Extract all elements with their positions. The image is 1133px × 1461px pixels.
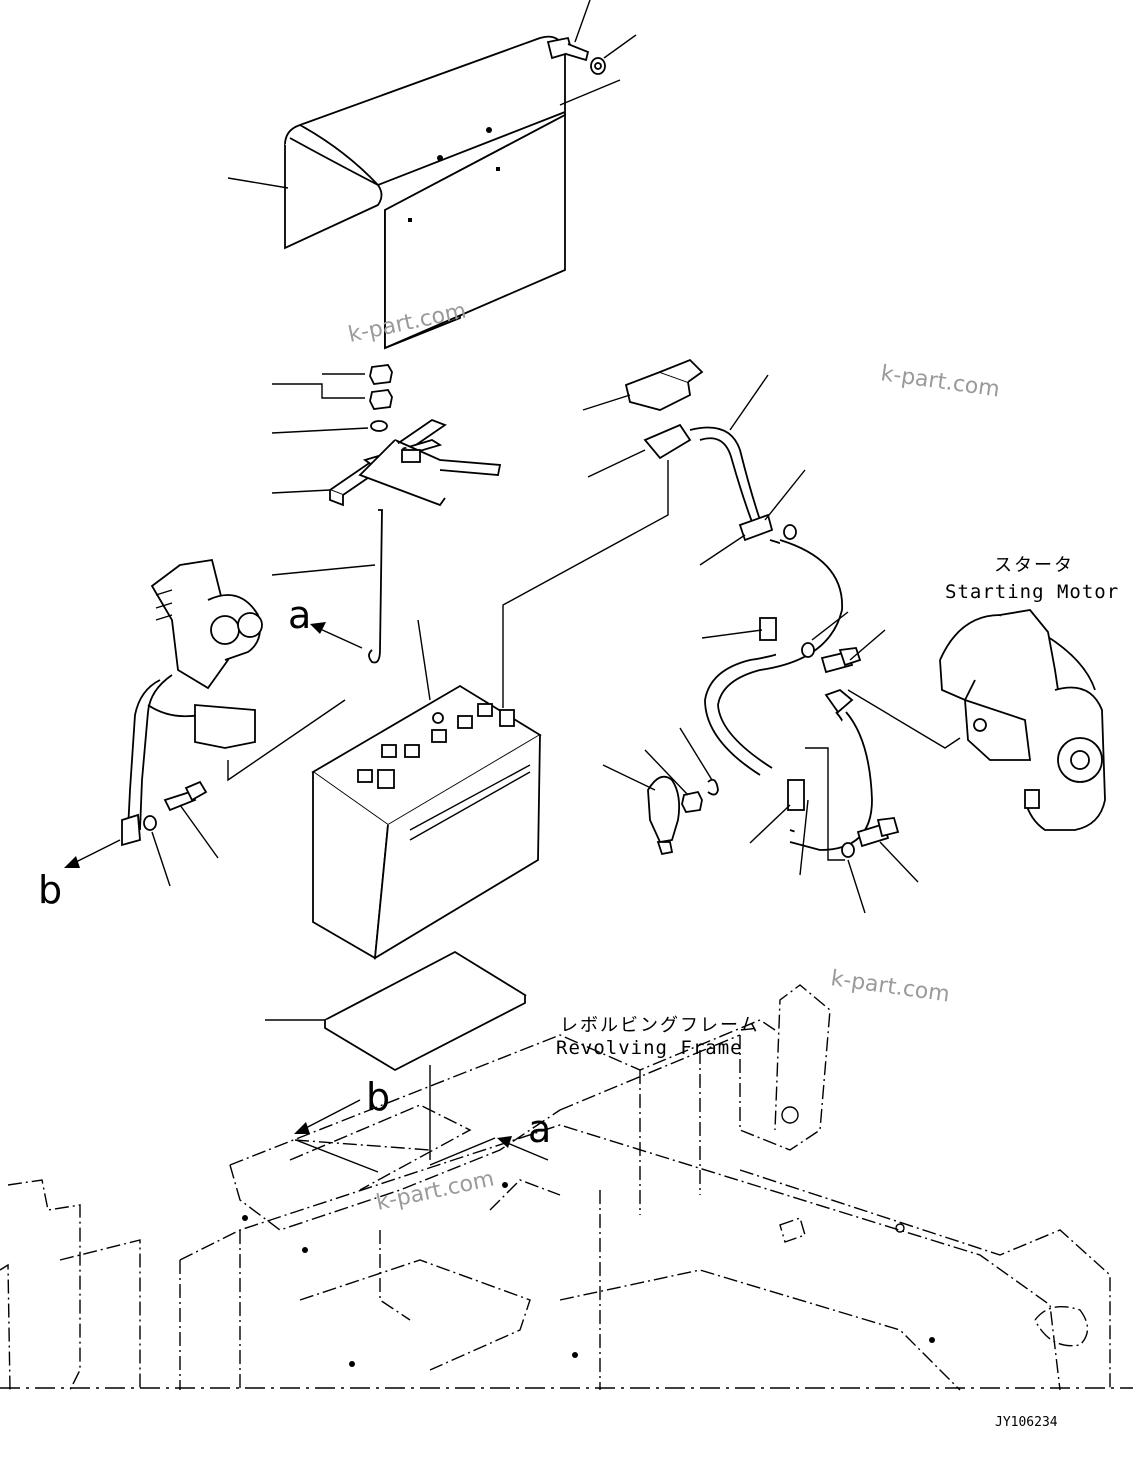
revolving-frame-label: Revolving Frame	[556, 1037, 743, 1059]
battery-cover	[227, 35, 566, 350]
battery-terminals	[357, 703, 515, 789]
cable-band	[699, 469, 806, 566]
terminal-nut	[644, 727, 719, 813]
ref-a-left: a	[288, 593, 311, 637]
terminal-cap	[582, 358, 704, 411]
battery-holder	[271, 418, 502, 507]
watermark: k-part.com	[829, 966, 951, 1007]
ref-b-frame: b	[366, 1075, 390, 1119]
watermark: k-part.com	[879, 361, 1001, 402]
battery-relay	[121, 558, 346, 847]
starting-motor	[939, 609, 1106, 831]
nut-pair	[272, 364, 393, 410]
terminal-boot	[602, 764, 681, 856]
positive-cable	[502, 374, 769, 708]
battery	[311, 619, 542, 960]
starter-bolt	[820, 629, 886, 674]
starting-motor-label-jp: スタータ	[994, 555, 1074, 576]
drawing-code: JY106234	[995, 1415, 1058, 1430]
revolving-frame	[0, 984, 1133, 1391]
arrow-a-frame	[429, 1136, 549, 1166]
ref-a-frame: a	[528, 1107, 551, 1151]
relay-washer	[143, 815, 171, 887]
j-bolt	[271, 509, 383, 664]
arrow-b-left	[64, 839, 121, 868]
washer	[271, 420, 388, 434]
arrow-a-left	[310, 622, 363, 649]
watermark: k-part.com	[374, 1167, 496, 1216]
relay-bolt	[163, 780, 219, 859]
cable-loop	[701, 524, 849, 776]
arrow-b-frame	[294, 1099, 379, 1173]
cover-bolt	[546, 0, 591, 62]
ground-bolt	[841, 817, 919, 914]
battery-pad	[265, 950, 527, 1160]
starter-cable	[749, 688, 961, 876]
starting-motor-label: Starting Motor	[945, 581, 1119, 603]
ref-b-left: b	[38, 868, 62, 912]
revolving-frame-label-jp: レボルビングフレーム	[560, 1015, 759, 1036]
cover-washer	[559, 34, 637, 106]
